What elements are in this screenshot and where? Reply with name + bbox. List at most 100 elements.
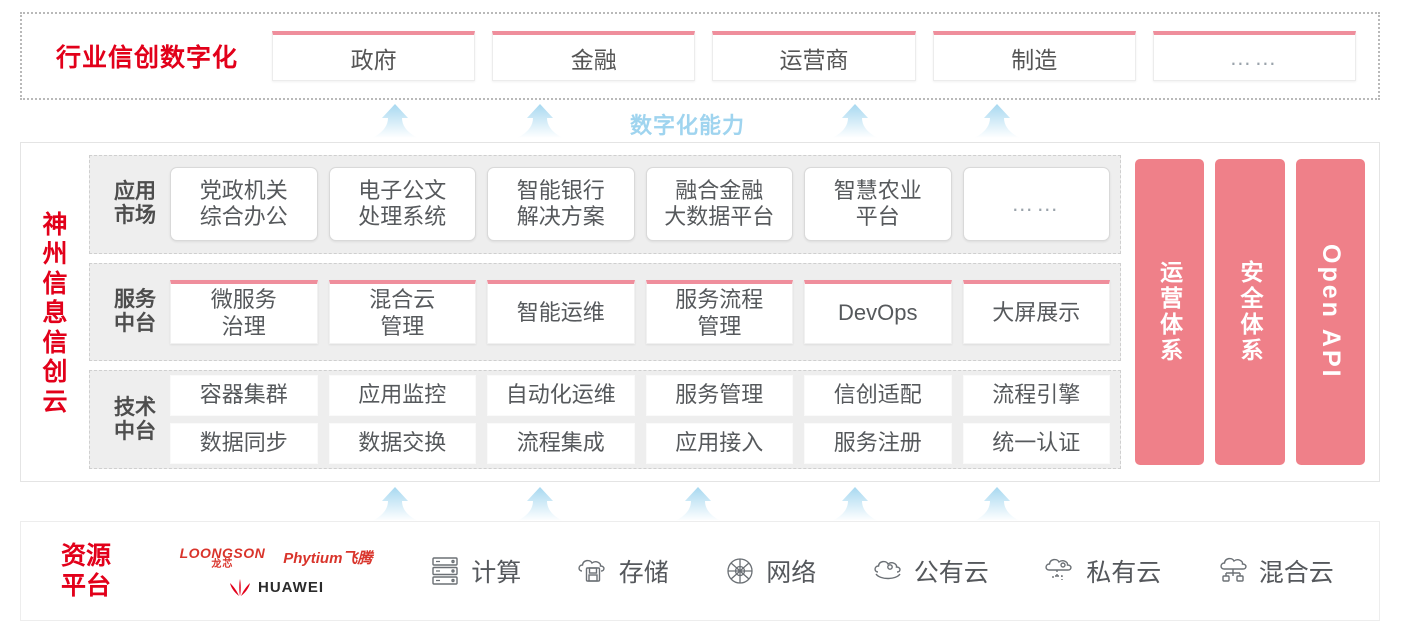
up-arrow-icon xyxy=(372,487,418,521)
up-arrow-icon xyxy=(832,487,878,521)
layer-label-service-platform: 服务 中台 xyxy=(100,288,170,336)
app-market-card-list: 党政机关 综合办公 电子公文 处理系统 智能银行 解决方案 xyxy=(170,156,1110,253)
layer-row-tech-platform: 技术 中台 容器集群 应用监控 自动化运维 服务管理 信创适配 流程引擎 数据同… xyxy=(89,370,1121,470)
pillar-label: Open API xyxy=(1316,244,1345,380)
public-cloud-icon xyxy=(871,554,905,588)
card-line: 智慧农业 xyxy=(833,177,922,203)
service-card-aiops[interactable]: 智能运维 xyxy=(487,280,635,344)
vendor-logo-list: LOONGSON 龙芯 Phytium飞腾 xyxy=(151,546,401,597)
card-line: 电子公文 xyxy=(358,177,447,203)
up-arrow-icon xyxy=(372,104,418,138)
cloud-platform-title: 神 州 信 息 信 创 云 xyxy=(21,143,89,481)
layer-label-line: 中台 xyxy=(114,312,156,335)
tech-card-data-exchange[interactable]: 数据交换 xyxy=(328,423,476,465)
hybrid-cloud-icon xyxy=(1216,554,1250,588)
tech-card-data-sync[interactable]: 数据同步 xyxy=(170,423,318,465)
card-line: 微服务 xyxy=(210,287,277,313)
tech-card-automated-ops[interactable]: 自动化运维 xyxy=(487,375,635,417)
capability-label: 数字化能力 xyxy=(630,113,746,138)
resource-item-network[interactable]: 网络 xyxy=(723,553,816,589)
pillar-security-system[interactable]: 安全体系 xyxy=(1215,159,1285,465)
card-line: 管理 xyxy=(380,313,425,339)
server-icon xyxy=(428,554,462,588)
resource-item-storage[interactable]: 存储 xyxy=(576,553,669,589)
service-card-service-process-management[interactable]: 服务流程 管理 xyxy=(645,280,793,344)
layer-label-line: 技术 xyxy=(114,395,156,419)
industry-card-finance[interactable]: 金融 xyxy=(492,31,696,81)
pillar-label: 安全体系 xyxy=(1236,260,1263,364)
tech-card-service-management[interactable]: 服务管理 xyxy=(645,375,793,417)
service-card-devops[interactable]: DevOps xyxy=(804,280,952,344)
pillar-list: 运营体系 安全体系 Open API xyxy=(1129,143,1379,481)
phytium-logo: Phytium飞腾 xyxy=(283,550,373,567)
service-card-microservice-governance[interactable]: 微服务 治理 xyxy=(170,280,318,344)
vendor-logo-row-1: LOONGSON 龙芯 Phytium飞腾 xyxy=(180,546,373,570)
cloud-storage-icon xyxy=(576,554,610,588)
private-cloud-icon xyxy=(1043,554,1077,588)
network-icon xyxy=(723,554,757,588)
resource-item-compute[interactable]: 计算 xyxy=(428,553,521,589)
pillar-open-api[interactable]: Open API xyxy=(1295,159,1365,465)
resource-item-label: 计算 xyxy=(471,559,522,587)
resource-item-public-cloud[interactable]: 公有云 xyxy=(871,553,989,589)
cloud-title-char: 云 xyxy=(42,387,68,416)
resource-item-label: 网络 xyxy=(766,559,817,587)
tech-card-unified-auth[interactable]: 统一认证 xyxy=(962,423,1110,465)
resource-item-hybrid-cloud[interactable]: 混合云 xyxy=(1216,553,1334,589)
app-card-edoc-system[interactable]: 电子公文 处理系统 xyxy=(328,167,476,242)
industry-card-more[interactable]: …… xyxy=(1152,31,1357,81)
industry-card-list: 政府 金融 运营商 制造 …… xyxy=(272,31,1378,81)
app-card-more[interactable]: …… xyxy=(962,167,1110,242)
layer-label-line: 中台 xyxy=(114,419,156,443)
huawei-flower-icon xyxy=(228,578,252,597)
card-line: 党政机关 xyxy=(199,177,288,203)
pillar-operations-system[interactable]: 运营体系 xyxy=(1135,159,1205,465)
tech-card-process-integration[interactable]: 流程集成 xyxy=(487,423,635,465)
tech-card-process-engine[interactable]: 流程引擎 xyxy=(962,375,1110,417)
resource-item-label: 私有云 xyxy=(1086,559,1162,587)
huawei-logo: HUAWEI xyxy=(228,578,324,597)
up-arrow-icon xyxy=(974,487,1020,521)
resource-item-label: 存储 xyxy=(618,559,669,587)
capability-arrow-strip xyxy=(0,104,1402,138)
resource-item-label: 混合云 xyxy=(1258,559,1334,587)
service-card-dashboard[interactable]: 大屏展示 xyxy=(962,280,1110,344)
industry-card-government[interactable]: 政府 xyxy=(272,31,476,81)
up-arrow-icon xyxy=(517,487,563,521)
service-card-hybrid-cloud-management[interactable]: 混合云 管理 xyxy=(328,280,476,344)
cloud-title-char: 州 xyxy=(42,240,68,269)
tech-card-row-2: 数据同步 数据交换 流程集成 应用接入 服务注册 统一认证 xyxy=(170,423,1110,465)
tech-card-service-registry[interactable]: 服务注册 xyxy=(804,423,952,465)
app-card-finance-bigdata[interactable]: 融合金融 大数据平台 xyxy=(645,167,793,242)
tech-card-app-monitoring[interactable]: 应用监控 xyxy=(328,375,476,417)
industry-card-operator[interactable]: 运营商 xyxy=(712,31,916,81)
vendor-logo-row-2: HUAWEI xyxy=(228,578,324,597)
app-card-smart-bank[interactable]: 智能银行 解决方案 xyxy=(487,167,635,242)
tech-card-container-cluster[interactable]: 容器集群 xyxy=(170,375,318,417)
card-line: 混合云 xyxy=(369,287,436,313)
industry-card-manufacturing[interactable]: 制造 xyxy=(932,31,1136,81)
cloud-title-char: 信 xyxy=(42,328,68,357)
card-line: 综合办公 xyxy=(199,204,288,230)
layer-label-line: 市场 xyxy=(114,204,156,228)
cloud-layer-list: 应用 市场 党政机关 综合办公 电子公文 处理系统 xyxy=(89,143,1129,481)
card-line: 处理系统 xyxy=(358,204,447,230)
layer-row-app-market: 应用 市场 党政机关 综合办公 电子公文 处理系统 xyxy=(89,155,1121,254)
resource-item-private-cloud[interactable]: 私有云 xyxy=(1043,553,1161,589)
app-card-government-office[interactable]: 党政机关 综合办公 xyxy=(170,167,318,242)
industry-band-title: 行业信创数字化 xyxy=(55,44,238,72)
huawei-logo-text: HUAWEI xyxy=(258,579,324,596)
card-line: 大数据平台 xyxy=(664,204,775,230)
up-arrow-icon xyxy=(517,104,563,138)
industry-band: 行业信创数字化 政府 金融 运营商 制造 …… xyxy=(20,12,1380,100)
resource-item-label: 公有云 xyxy=(913,559,989,587)
tech-card-app-access[interactable]: 应用接入 xyxy=(645,423,793,465)
app-card-smart-agriculture[interactable]: 智慧农业 平台 xyxy=(804,167,952,242)
tech-card-xinchuang-adaptation[interactable]: 信创适配 xyxy=(804,375,952,417)
layer-row-service-platform: 服务 中台 微服务 治理 混合云 管理 xyxy=(89,262,1121,362)
tech-card-row-1: 容器集群 应用监控 自动化运维 服务管理 信创适配 流程引擎 xyxy=(170,375,1110,417)
cloud-platform-block: 神 州 信 息 信 创 云 应用 市场 党政机关 综合办公 xyxy=(20,142,1380,482)
up-arrow-icon xyxy=(832,104,878,138)
up-arrow-icon xyxy=(675,487,721,521)
